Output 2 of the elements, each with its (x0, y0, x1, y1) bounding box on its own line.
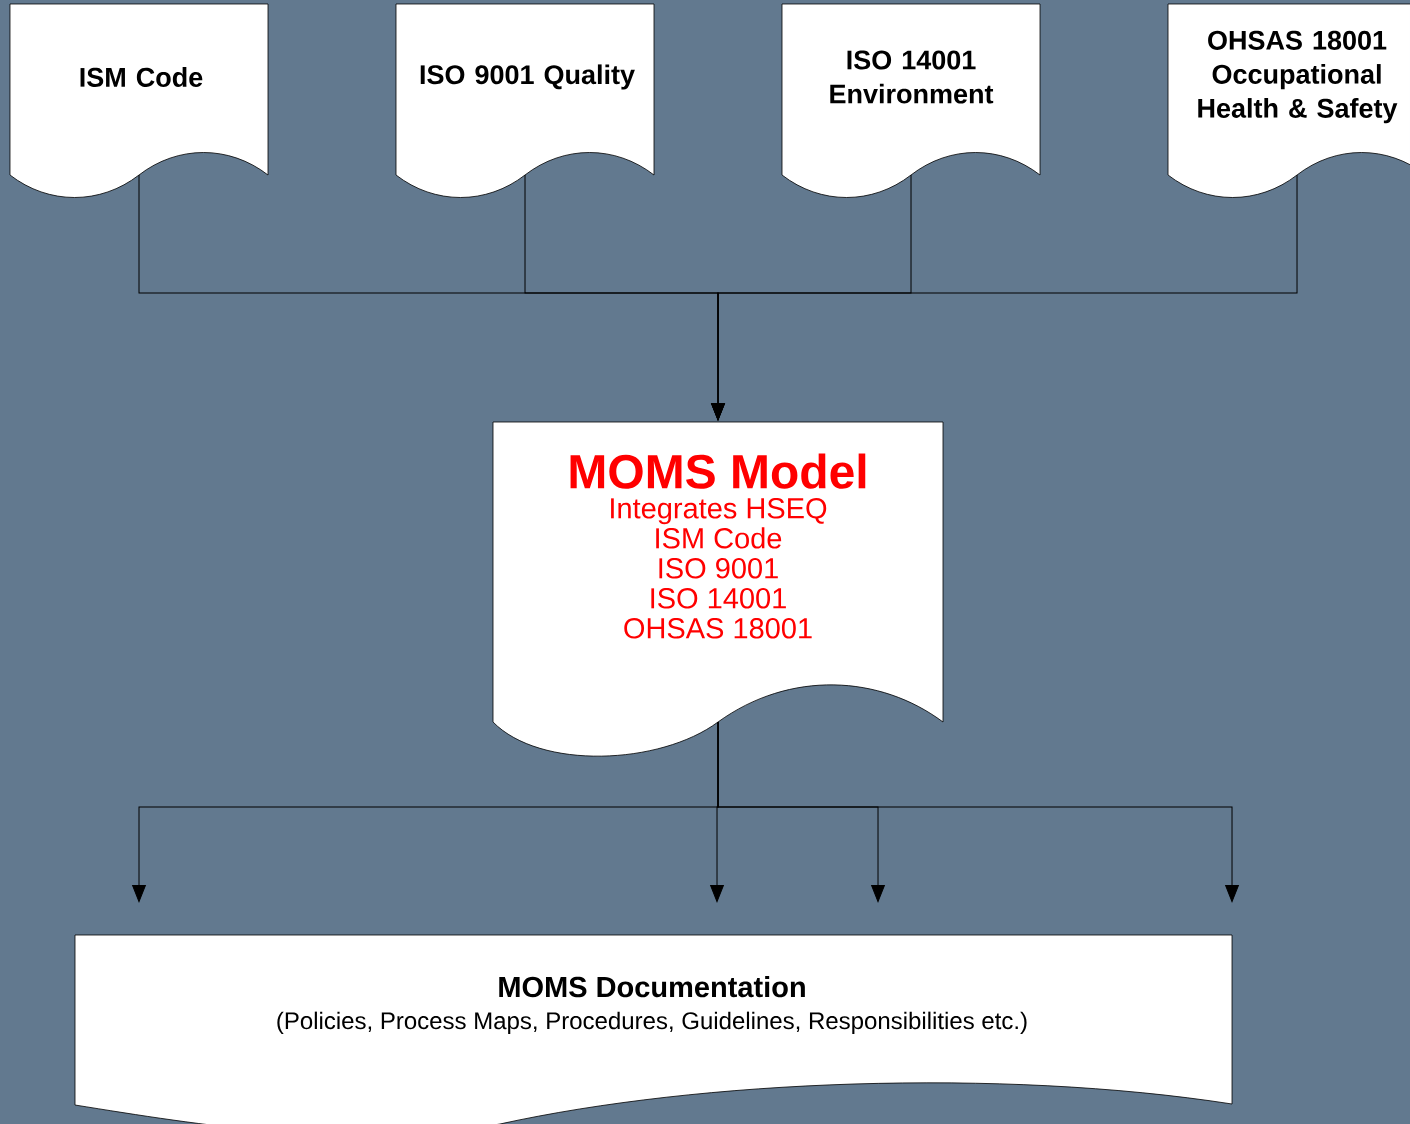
arrow (711, 174, 1298, 421)
arrow (717, 721, 1239, 903)
